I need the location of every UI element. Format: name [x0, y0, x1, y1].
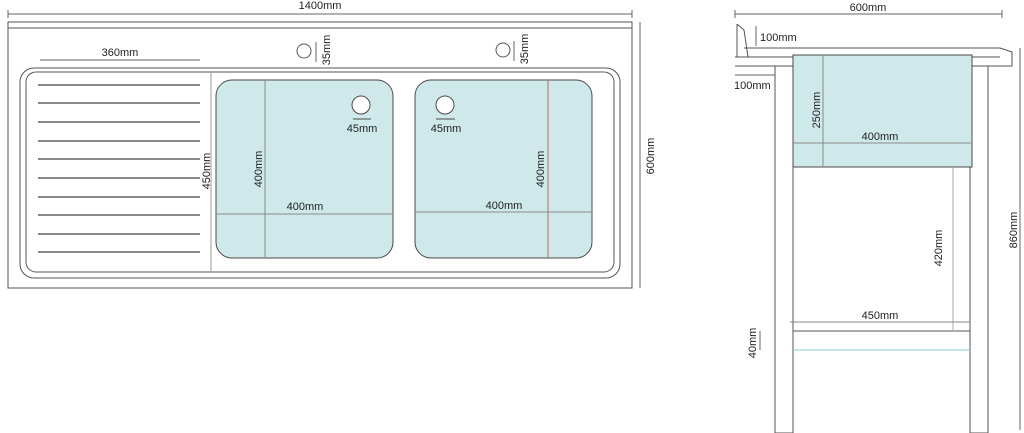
countertop-outline: [7, 21, 633, 289]
basin-height-label-left: 400mm: [253, 151, 265, 188]
backsplash-profile: [736, 23, 749, 58]
side-shelf: [792, 330, 971, 351]
front-edge-profile: [999, 47, 1013, 67]
basin-height-label-right: 400mm: [535, 151, 547, 188]
shelf-width-label: 450mm: [862, 310, 899, 322]
drain-hole-right: [435, 95, 455, 115]
sink-rim-outer: [19, 67, 621, 279]
front-edge-label: 100mm: [734, 80, 771, 92]
basin-width-label-left: 400mm: [287, 201, 324, 213]
side-basin-width-label: 400mm: [862, 131, 899, 143]
side-leg-front: [969, 65, 989, 433]
tap-hole-left: [296, 43, 312, 59]
side-view: [734, 10, 1021, 433]
drainboard-width-label: 360mm: [102, 47, 139, 59]
backsplash-height-label: 100mm: [760, 32, 797, 44]
basin-depth-label: 450mm: [201, 153, 213, 190]
side-basin-depth-label: 250mm: [811, 92, 823, 129]
sink-rim-inner: [25, 71, 615, 273]
drain-hole-left: [351, 95, 371, 115]
top-view: [7, 10, 641, 289]
overall-width-label: 1400mm: [299, 0, 342, 12]
drain-hole-label-left: 45mm: [347, 123, 378, 135]
shelf-gap-label: 420mm: [933, 230, 945, 267]
overall-depth-label: 600mm: [645, 138, 657, 175]
drainboard-ribs: [38, 84, 200, 253]
drain-hole-label-right: 45mm: [431, 123, 462, 135]
tap-offset-label-right: 35mm: [519, 34, 531, 65]
total-height-label: 860mm: [1008, 212, 1020, 249]
tap-offset-label-left: 35mm: [321, 35, 333, 66]
shelf-thickness-label: 40mm: [747, 328, 759, 359]
tap-hole-right: [495, 42, 511, 58]
side-width-label: 600mm: [850, 2, 887, 14]
side-leg-back: [774, 65, 794, 433]
basin-width-label-right: 400mm: [486, 200, 523, 212]
